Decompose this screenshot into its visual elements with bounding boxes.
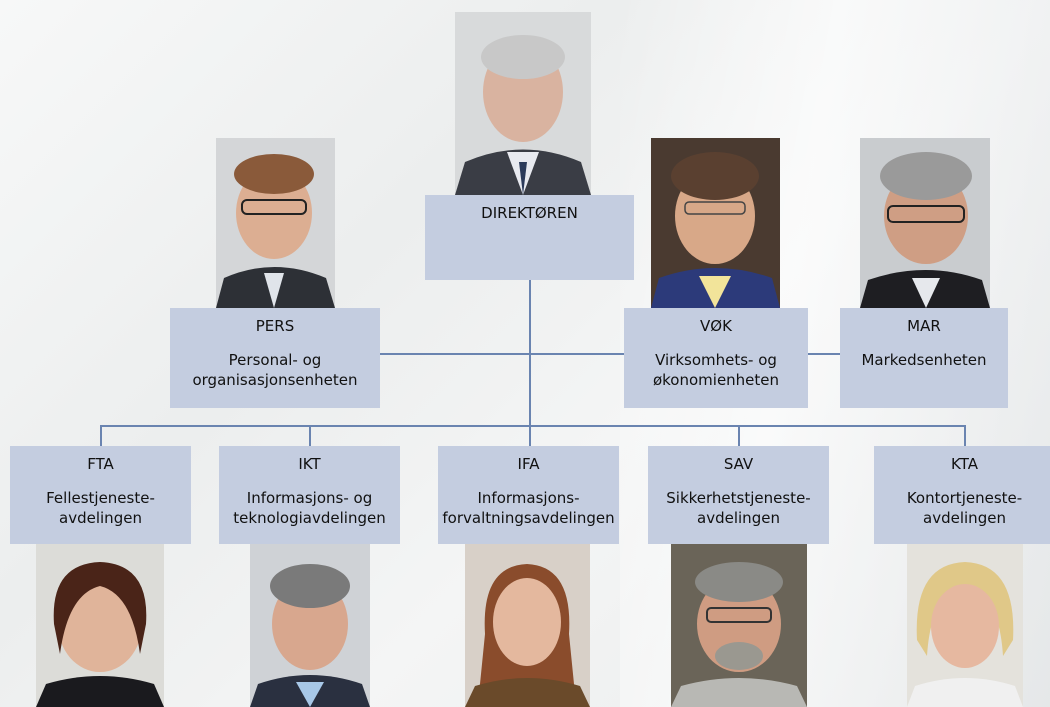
kta-name-line1: Kontortjeneste-	[906, 489, 1023, 507]
director-photo	[455, 12, 591, 195]
vok-name-line1: Virksomhets- og	[655, 351, 777, 369]
fta-photo	[36, 544, 164, 707]
sav-photo	[671, 544, 807, 707]
connector-staff-horizontal	[380, 353, 840, 355]
ifa-photo	[465, 544, 590, 707]
sav-box: SAV Sikkerhetstjeneste- avdelingen	[648, 446, 829, 544]
connector-ikt	[309, 425, 311, 446]
mar-code: MAR	[907, 317, 941, 335]
pers-name-line1: Personal- og	[228, 351, 322, 369]
ifa-box: IFA Informasjons- forvaltningsavdelingen	[438, 446, 619, 544]
ikt-box: IKT Informasjons- og teknologiavdelingen	[219, 446, 400, 544]
pers-photo	[216, 138, 335, 308]
connector-kta	[964, 425, 966, 446]
pers-name-line2: organisasjonsenheten	[192, 371, 358, 389]
ifa-name-line1: Informasjons-	[477, 489, 580, 507]
vok-box: VØK Virksomhets- og økonomienheten	[624, 308, 808, 408]
pers-box: PERS Personal- og organisasjonsenheten	[170, 308, 380, 408]
fta-name-line2: avdelingen	[59, 509, 142, 527]
fta-name-line1: Fellestjeneste-	[46, 489, 155, 507]
mar-photo	[860, 138, 990, 308]
fta-box: FTA Fellestjeneste- avdelingen	[10, 446, 191, 544]
pers-code: PERS	[255, 317, 295, 335]
vok-photo	[651, 138, 780, 308]
ifa-code: IFA	[517, 455, 540, 473]
vok-code: VØK	[700, 317, 732, 335]
connector-sav	[738, 425, 740, 446]
connector-ifa	[529, 425, 531, 446]
ikt-photo	[250, 544, 370, 707]
sav-name-line1: Sikkerhetstjeneste-	[666, 489, 811, 507]
ikt-code: IKT	[298, 455, 321, 473]
ikt-name-line1: Informasjons- og	[246, 489, 373, 507]
kta-code: KTA	[951, 455, 978, 473]
connector-fta	[100, 425, 102, 446]
mar-box: MAR Markedsenheten	[840, 308, 1008, 408]
sav-name-line2: avdelingen	[697, 509, 780, 527]
ikt-name-line2: teknologiavdelingen	[233, 509, 386, 527]
vok-name-line2: økonomienheten	[652, 371, 780, 389]
kta-box: KTA Kontortjeneste- avdelingen	[874, 446, 1050, 544]
director-box: DIREKTØREN	[425, 195, 634, 280]
connector-departments-horizontal	[100, 425, 966, 427]
kta-name-line2: avdelingen	[923, 509, 1006, 527]
sav-code: SAV	[723, 455, 754, 473]
mar-name-line2: Markedsenheten	[861, 351, 987, 369]
fta-code: FTA	[87, 455, 114, 473]
director-label: DIREKTØREN	[481, 204, 578, 222]
ifa-name-line2: forvaltningsavdelingen	[442, 509, 615, 527]
kta-photo	[907, 544, 1023, 707]
